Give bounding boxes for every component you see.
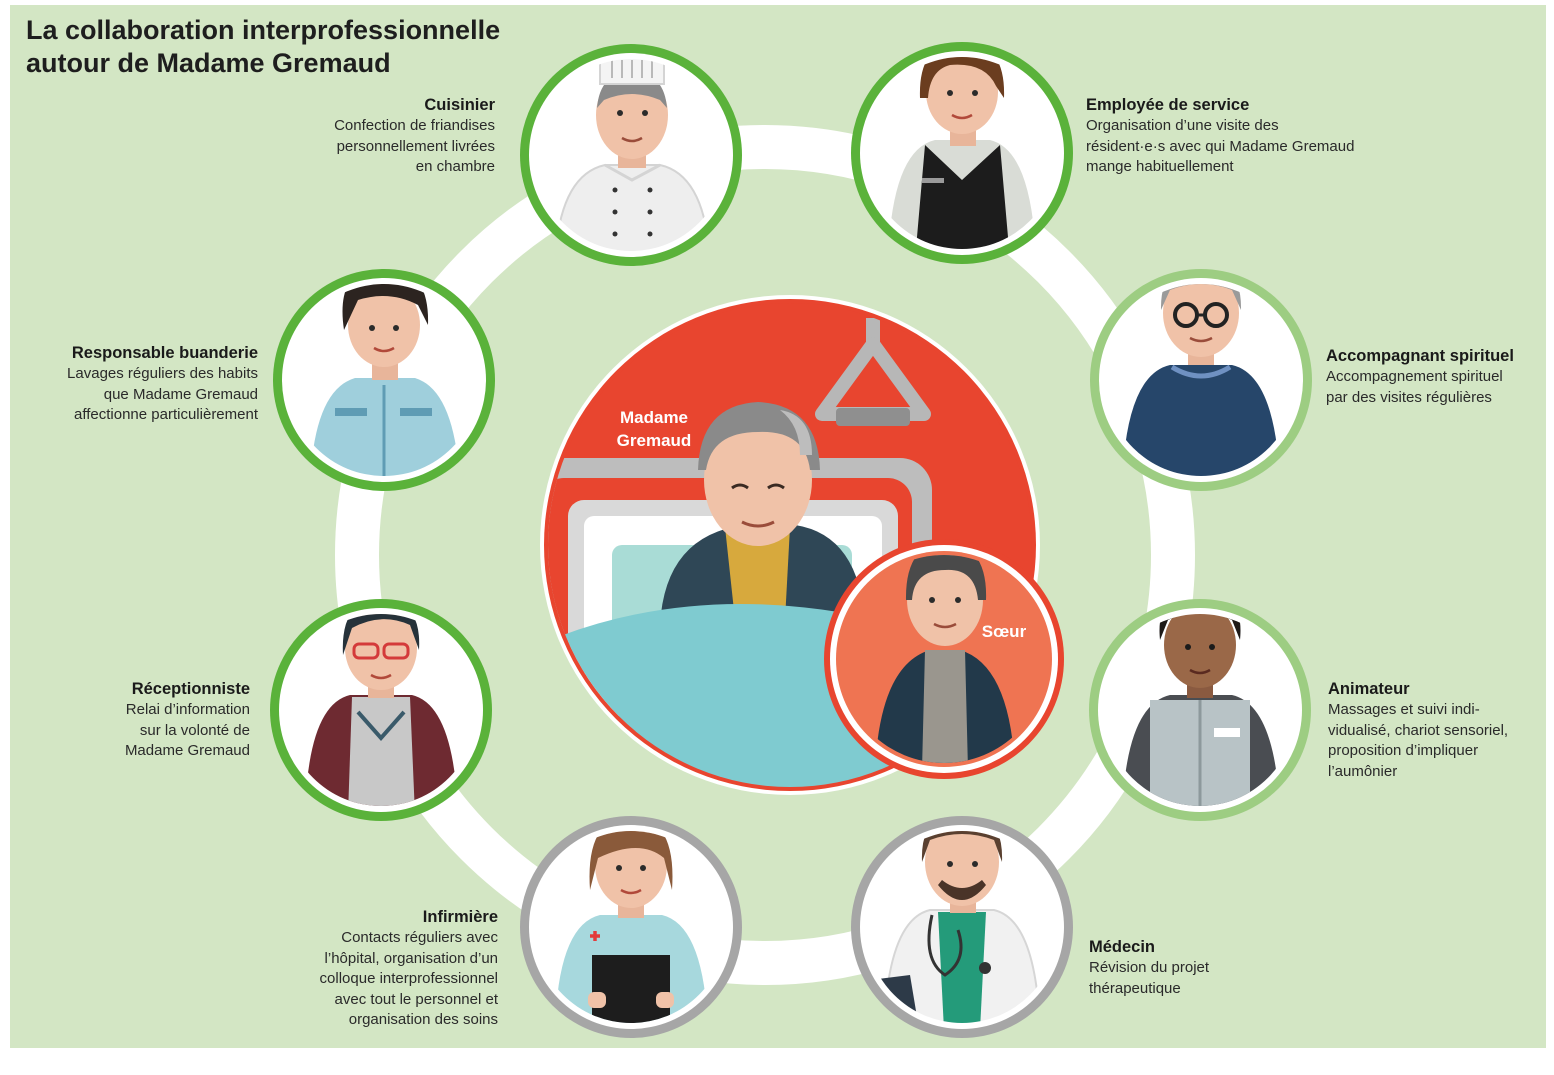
receptionniste-avatar [270, 599, 492, 821]
role-buanderie: Responsable buanderie Lavages réguliers … [8, 343, 258, 426]
role-name: Médecin [1089, 938, 1156, 956]
role-name: Animateur [1328, 680, 1410, 698]
role-description: Accompagnement spirituel par des visites… [1326, 368, 1503, 406]
role-cuisinier: Cuisinier Confection de friandises perso… [245, 95, 495, 178]
buanderie-avatar [273, 269, 495, 491]
role-description: Relai d’information sur la volonté de Ma… [124, 701, 250, 759]
role-name: Responsable buanderie [71, 344, 258, 362]
role-description: Massages et suivi indi- vidualisé, chari… [1328, 701, 1509, 780]
role-description: Lavages réguliers des habits que Madame … [67, 365, 258, 423]
role-name: Infirmière [422, 908, 498, 926]
role-description: Confection de friandises personnellement… [334, 117, 495, 175]
employee-service-avatar [851, 42, 1073, 264]
sister-label: Sœur [981, 622, 1027, 641]
spirituel-avatar [1090, 269, 1312, 491]
sister-illustration [824, 539, 1064, 779]
role-description: Organisation d’une visite des résident·e… [1086, 117, 1355, 175]
animateur-avatar [1089, 599, 1311, 821]
infirmiere-avatar [520, 816, 742, 1038]
cuisinier-avatar [520, 44, 742, 266]
role-description: Contacts réguliers avec l’hôpital, organ… [319, 929, 498, 1028]
role-name: Accompagnant spirituel [1326, 347, 1514, 365]
role-infirmiere: Infirmière Contacts réguliers avec l’hôp… [248, 907, 498, 1031]
role-description: Révision du projet thérapeutique [1089, 959, 1210, 997]
role-receptionniste: Réceptionniste Relai d’information sur l… [0, 679, 250, 762]
role-name: Réceptionniste [131, 680, 250, 698]
role-name: Cuisinier [424, 96, 495, 114]
title-line-1: La collaboration interprofessionnelle [26, 15, 501, 45]
resident-name-label: Madame Gremaud [616, 408, 692, 450]
role-medecin: Médecin Révision du projet thérapeutique [1089, 937, 1289, 999]
page-title: La collaboration interprofessionnelle au… [26, 14, 500, 80]
role-employee-service: Employée de service Organisation d’une v… [1086, 95, 1396, 178]
role-name: Employée de service [1086, 96, 1250, 114]
collaboration-ring [335, 125, 1195, 985]
role-animateur: Animateur Massages et suivi indi- vidual… [1328, 679, 1543, 782]
medecin-avatar [851, 816, 1073, 1038]
title-line-2: autour de Madame Gremaud [26, 48, 391, 78]
role-spirituel: Accompagnant spirituel Accompagnement sp… [1326, 346, 1546, 408]
